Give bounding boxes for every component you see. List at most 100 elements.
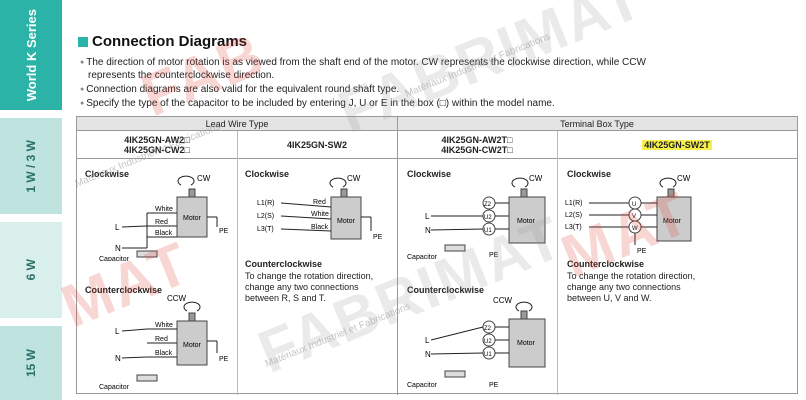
wire-label-red: Red <box>313 199 326 206</box>
divider <box>0 214 62 222</box>
model-name: 4IK25GN-CW2□ <box>124 144 190 155</box>
connection-table: Lead Wire Type Terminal Box Type 4IK25GN… <box>76 116 798 395</box>
motor-label: Motor <box>337 218 356 225</box>
sidebar-tab-15w[interactable]: 15 W <box>0 326 62 400</box>
bullet-round-shaft: Connection diagrams are also valid for t… <box>80 84 399 95</box>
label-clockwise: Clockwise <box>85 169 130 179</box>
model-name: 4IK25GN-CW2T□ <box>441 144 513 155</box>
terminal-l: L <box>115 223 120 232</box>
model-name: 4IK25GN-AW2□ <box>124 134 190 145</box>
title-square-icon <box>78 36 88 47</box>
terminal-n: N <box>425 350 431 359</box>
header-terminal-box: Terminal Box Type <box>397 117 797 131</box>
tab-label: 6 W <box>24 259 38 281</box>
bullet-rotation-cont: represents the counterclockwise directio… <box>88 70 275 81</box>
sidebar-tab-1w-3w[interactable]: 1 W / 3 W <box>0 118 62 214</box>
sidebar-tab-6w[interactable]: 6 W <box>0 222 62 318</box>
motor-label: Motor <box>517 218 536 225</box>
divider <box>0 318 62 326</box>
sidebar-tab-series[interactable]: World K Series <box>0 0 62 110</box>
terminal-l: L <box>425 212 430 221</box>
capacitor-label: Capacitor <box>407 254 438 261</box>
terminal-u: U <box>632 202 636 208</box>
capacitor-label: Capacitor <box>407 382 438 389</box>
motor-label: Motor <box>183 342 202 349</box>
model-cell-4: 4IK25GN-SW2T <box>557 131 797 159</box>
model-cell-1: 4IK25GN-AW2□ 4IK25GN-CW2□ <box>77 131 237 159</box>
terminal-n: N <box>115 354 121 363</box>
terminal-w: W <box>632 226 638 232</box>
motor-shaft <box>188 188 196 198</box>
divider <box>0 110 62 118</box>
cw-label: CW <box>197 174 211 183</box>
divider <box>557 131 558 395</box>
terminal-l2s: L2(S) <box>257 213 274 220</box>
diagram-col3-ccw: CCW Motor Z2 U2 U1 L N Capacitor PE <box>407 296 546 389</box>
terminal-u2: U2 <box>484 215 492 221</box>
terminal-u2: U2 <box>484 339 492 345</box>
terminal-l1r: L1(R) <box>565 200 583 207</box>
wire-label-black: Black <box>155 230 173 237</box>
diagram-col1-cw: CW Motor White Red Black L N Capacitor P… <box>99 174 229 261</box>
terminal-l1r: L1(R) <box>257 200 275 207</box>
diagram-col1-ccw: CCW Motor White Red Black L N Capacitor … <box>99 294 229 391</box>
ccw-label: CCW <box>493 296 513 305</box>
model-cell-2: 4IK25GN-SW2 <box>237 131 397 159</box>
label-clockwise: Clockwise <box>245 169 290 179</box>
capacitor-label: Capacitor <box>99 256 130 261</box>
wire-label-black: Black <box>155 350 173 357</box>
ccw-note-sw2: To change the rotation direction, change… <box>245 271 374 303</box>
diagram-col4-cw: CW Motor L1(R) L2(S) L3(T) U V W PE <box>565 174 692 255</box>
terminal-n: N <box>115 244 121 253</box>
terminal-l: L <box>425 336 430 345</box>
bullet-capacitor: Specify the type of the capacitor to be … <box>80 98 555 109</box>
label-clockwise: Clockwise <box>567 169 612 179</box>
terminal-l2s: L2(S) <box>565 212 582 219</box>
pe-label: PE <box>219 356 229 363</box>
wire-label-red: Red <box>155 219 168 226</box>
terminal-n: N <box>425 226 431 235</box>
terminal-z2: Z2 <box>484 326 492 332</box>
tab-label: 15 W <box>24 348 38 377</box>
label-counterclockwise: Counterclockwise <box>245 259 323 269</box>
cw-label: CW <box>529 174 543 183</box>
label-clockwise: Clockwise <box>407 169 452 179</box>
pe-label: PE <box>637 248 647 255</box>
cw-label: CW <box>347 174 361 183</box>
bullet-rotation: The direction of motor rotation is as vi… <box>80 57 646 68</box>
terminal-u1: U1 <box>484 228 492 234</box>
label-counterclockwise: Counterclockwise <box>85 285 163 295</box>
wire-label-white: White <box>155 322 173 329</box>
label-counterclockwise: Counterclockwise <box>407 285 485 295</box>
diagram-col3-cw: CW Motor Z2 U2 U1 L N Capacitor PE <box>407 174 546 261</box>
pe-label: PE <box>373 234 383 241</box>
model-cell-3: 4IK25GN-AW2T□ 4IK25GN-CW2T□ <box>397 131 557 159</box>
terminal-l: L <box>115 327 120 336</box>
wire-label-white: White <box>311 211 329 218</box>
pe-label: PE <box>489 382 499 389</box>
motor-label: Motor <box>663 218 682 225</box>
model-name: 4IK25GN-SW2 <box>286 139 348 150</box>
ccw-label: CCW <box>167 294 187 303</box>
terminal-l3t: L3(T) <box>565 224 582 231</box>
terminal-z2: Z2 <box>484 202 492 208</box>
header-lead-wire: Lead Wire Type <box>77 117 397 131</box>
cw-label: CW <box>677 174 691 183</box>
wire-label-white: White <box>155 206 173 213</box>
terminal-u1: U1 <box>484 352 492 358</box>
motor-body <box>176 196 208 238</box>
terminal-l3t: L3(T) <box>257 226 274 233</box>
diagram-col2-cw: CW Motor L1(R) L2(S) L3(T) Red White Bla… <box>257 174 383 241</box>
pe-label: PE <box>219 228 229 235</box>
page-title-text: Connection Diagrams <box>92 33 248 50</box>
divider <box>397 117 398 395</box>
wire-label-red: Red <box>155 336 168 343</box>
capacitor-label: Capacitor <box>99 384 130 391</box>
page-title: Connection Diagrams <box>78 33 247 50</box>
motor-label: Motor <box>183 215 202 222</box>
terminal-v: V <box>632 214 636 220</box>
wire-label-black: Black <box>311 224 329 231</box>
model-name-highlight: 4IK25GN-SW2T <box>642 139 712 150</box>
model-name: 4IK25GN-AW2T□ <box>441 134 513 145</box>
ccw-note-sw2t: To change the rotation direction, change… <box>567 271 696 303</box>
